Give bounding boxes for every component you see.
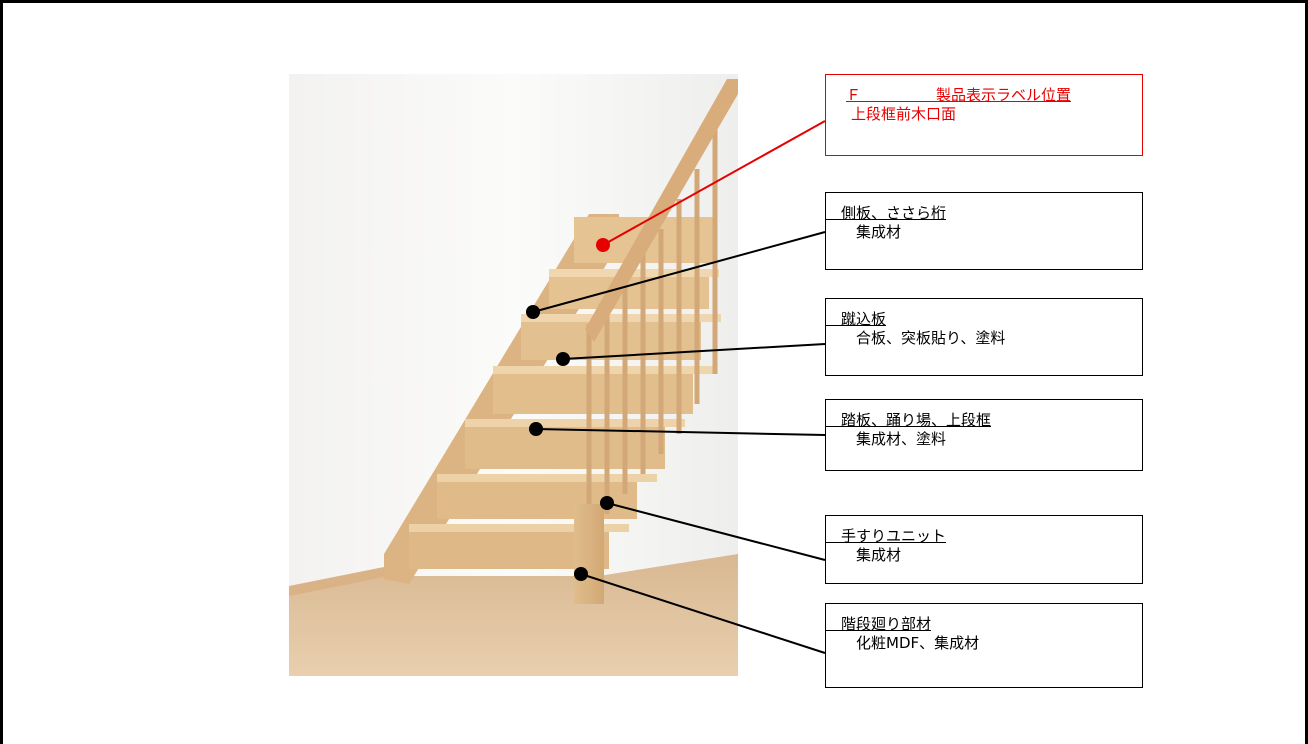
callout-box-riser: 蹴込板 合板、突板貼り、塗料 [825,298,1143,376]
peripheral-marker-dot [574,567,588,581]
callout-title: Ｆ 製品表示ラベル位置 [846,86,1072,104]
callout-detail: 化粧MDF、集成材 [856,634,980,652]
callout-title: 蹴込板 [826,310,887,328]
leader-line-handrail [606,502,826,561]
leader-line-tread [535,428,826,436]
callout-title: 踏板、踊り場、上段框 [826,411,992,429]
callout-detail: 合板、突板貼り、塗料 [856,329,1006,347]
callout-box-side-board: 側板、ささら桁 集成材 [825,192,1143,270]
leader-line-peripheral [580,573,826,654]
callout-detail: 上段框前木口面 [851,105,957,123]
callout-box-product-label: Ｆ 製品表示ラベル位置 上段框前木口面 [825,74,1143,156]
callout-title: 階段廻り部材 [826,615,932,633]
callout-detail: 集成材 [856,223,902,241]
callout-box-peripheral-parts: 階段廻り部材 化粧MDF、集成材 [825,603,1143,688]
side-board-marker-dot [526,305,540,319]
callout-box-tread: 踏板、踊り場、上段框 集成材、塗料 [825,399,1143,471]
staircase-photo [289,74,738,676]
tread-marker-dot [529,422,543,436]
callout-detail: 集成材、塗料 [856,430,947,448]
riser-marker-dot [556,352,570,366]
callout-box-handrail: 手すりユニット 集成材 [825,515,1143,584]
callout-title: 側板、ささら桁 [826,204,947,222]
callout-detail: 集成材 [856,546,902,564]
callout-title: 手すりユニット [826,527,947,545]
leader-line-riser [562,343,826,360]
handrail-marker-dot [600,496,614,510]
leader-line-label [602,120,826,246]
leader-line-side-board [532,231,826,313]
stairs-balusters [586,129,718,514]
label-marker-dot [596,238,610,252]
